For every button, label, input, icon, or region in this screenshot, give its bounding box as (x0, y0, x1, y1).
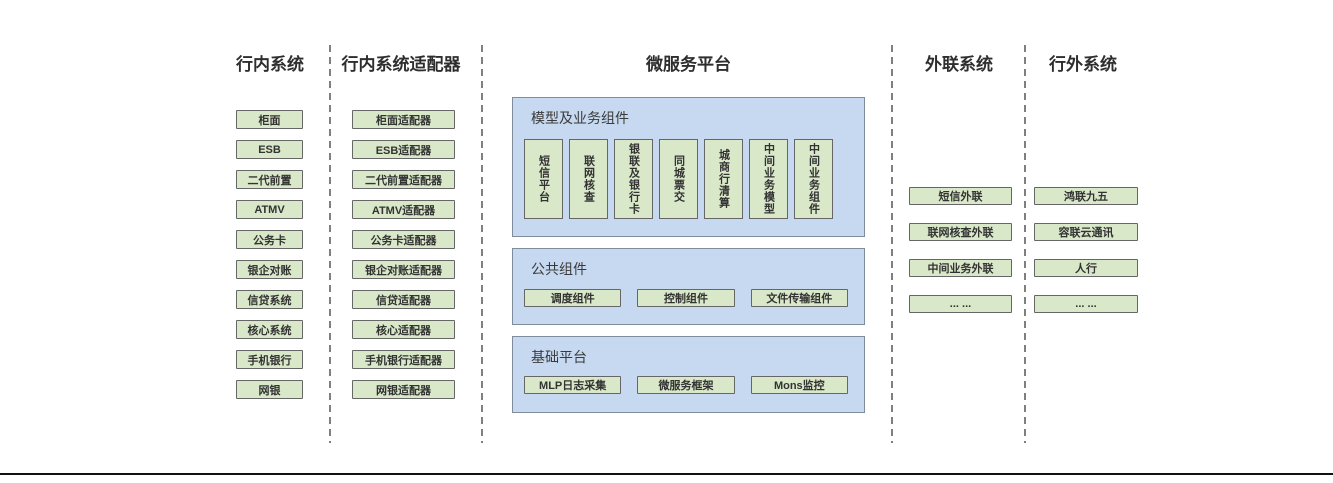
dashed-separator (1024, 45, 1026, 443)
component-row: 调度组件控制组件文件传输组件 (524, 289, 848, 307)
vertical-component-box: 银联及银行卡 (614, 139, 653, 219)
system-box: 网银 (236, 380, 303, 399)
column-title-internal-systems: 行内系统 (236, 55, 304, 74)
column-external-systems: 鸿联九五容联云通讯人行 ... ... (1034, 187, 1138, 313)
vertical-component-box: 联网核查 (569, 139, 608, 219)
panel-model-business-components: 模型及业务组件 短信平台联网核查银联及银行卡同城票交城商行清算中间业务模型中间业… (512, 97, 865, 237)
dashed-separator (891, 45, 893, 443)
outreach-box: 联网核查外联 (909, 223, 1012, 241)
outreach-box: 中间业务外联 (909, 259, 1012, 277)
system-box: ATMV (236, 200, 303, 219)
vertical-component-row: 短信平台联网核查银联及银行卡同城票交城商行清算中间业务模型中间业务组件 (524, 139, 833, 219)
system-box: ESB (236, 140, 303, 159)
bottom-rule (0, 473, 1333, 475)
system-box: 手机银行 (236, 350, 303, 369)
component-box: MLP日志采集 (524, 376, 622, 394)
dashed-separator (481, 45, 483, 443)
panel-label: 模型及业务组件 (531, 110, 629, 126)
component-box: 调度组件 (524, 289, 622, 307)
column-title-internal-adapters: 行内系统适配器 (341, 55, 461, 74)
adapter-box: 柜面适配器 (352, 110, 455, 129)
panel-label: 基础平台 (531, 349, 587, 365)
vertical-component-box: 同城票交 (659, 139, 698, 219)
adapter-box: ATMV适配器 (352, 200, 455, 219)
adapter-box: 手机银行适配器 (352, 350, 455, 369)
external-box: 鸿联九五 (1034, 187, 1138, 205)
adapter-box: 网银适配器 (352, 380, 455, 399)
adapter-box: 核心适配器 (352, 320, 455, 339)
system-box: 柜面 (236, 110, 303, 129)
outreach-box: 短信外联 (909, 187, 1012, 205)
system-box: 银企对账 (236, 260, 303, 279)
column-outreach-systems: 短信外联联网核查外联中间业务外联 ... ... (909, 187, 1012, 313)
system-box: 信贷系统 (236, 290, 303, 309)
dashed-separator (329, 45, 331, 443)
vertical-component-box: 中间业务模型 (749, 139, 788, 219)
vertical-component-box: 城商行清算 (704, 139, 743, 219)
column-title-microservice-platform: 微服务平台 (646, 55, 731, 74)
column-title-external-systems: 行外系统 (1049, 55, 1117, 74)
vertical-component-box: 中间业务组件 (794, 139, 833, 219)
external-box: 容联云通讯 (1034, 223, 1138, 241)
adapter-box: ESB适配器 (352, 140, 455, 159)
adapter-box: 信贷适配器 (352, 290, 455, 309)
component-box: 文件传输组件 (750, 289, 848, 307)
external-box: ... ... (1034, 295, 1138, 313)
panel-label: 公共组件 (531, 261, 587, 277)
external-box: 人行 (1034, 259, 1138, 277)
component-box: Mons监控 (750, 376, 848, 394)
adapter-box: 二代前置适配器 (352, 170, 455, 189)
component-row: MLP日志采集微服务框架 Mons监控 (524, 376, 848, 394)
system-box: 公务卡 (236, 230, 303, 249)
adapter-box: 公务卡适配器 (352, 230, 455, 249)
component-box: 微服务框架 (637, 376, 735, 394)
vertical-component-box: 短信平台 (524, 139, 563, 219)
column-title-outreach-systems: 外联系统 (925, 55, 993, 74)
column-internal-systems: 柜面 ESB 二代前置 ATMV 公务卡银企对账信贷系统核心系统手机银行网银 (236, 110, 303, 399)
outreach-box: ... ... (909, 295, 1012, 313)
panel-base-platform: 基础平台 MLP日志采集微服务框架 Mons监控 (512, 336, 865, 413)
system-box: 二代前置 (236, 170, 303, 189)
panel-common-components: 公共组件 调度组件控制组件文件传输组件 (512, 248, 865, 325)
column-internal-adapters: 柜面适配器 ESB适配器二代前置适配器 ATMV适配器公务卡适配器银企对账适配器信贷… (352, 110, 455, 399)
component-box: 控制组件 (637, 289, 735, 307)
system-box: 核心系统 (236, 320, 303, 339)
adapter-box: 银企对账适配器 (352, 260, 455, 279)
